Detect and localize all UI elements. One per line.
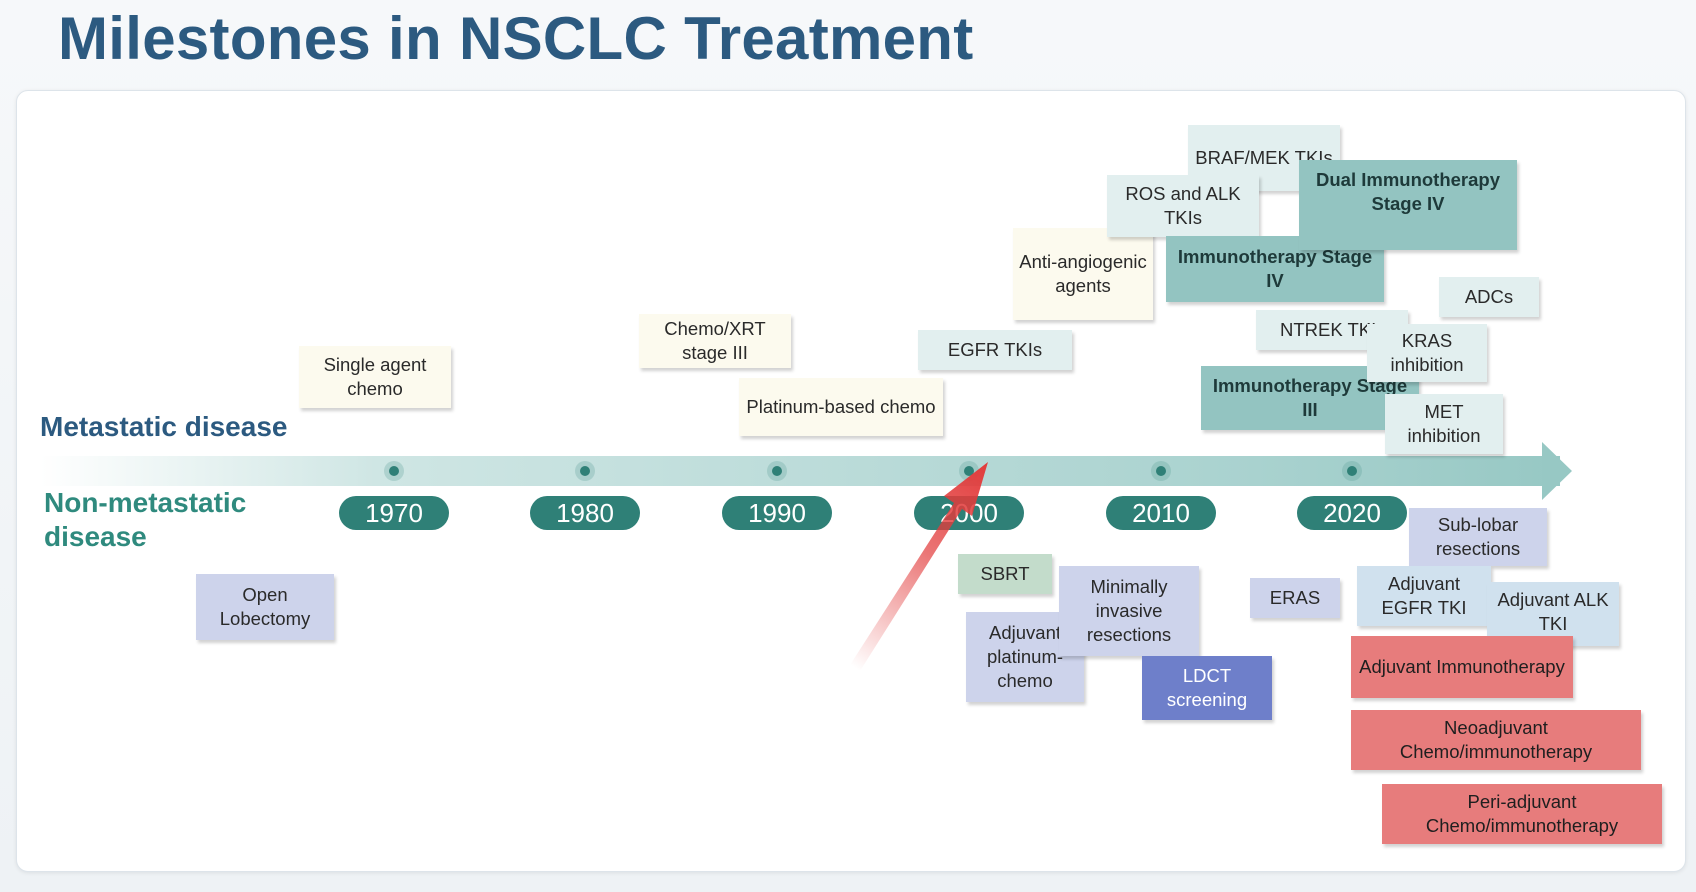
milestone-open-lobectomy: Open Lobectomy xyxy=(196,574,334,640)
tick-dot-2020 xyxy=(1347,466,1357,476)
tick-dot-2010 xyxy=(1156,466,1166,476)
milestone-egfr-tkis: EGFR TKIs xyxy=(918,330,1072,370)
timeline-arrow-shaft xyxy=(40,456,1560,486)
milestone-minimally-invasive-resections: Minimally invasive resections xyxy=(1059,566,1199,656)
milestone-adcs: ADCs xyxy=(1439,277,1539,317)
milestone-ros-alk-tkis: ROS and ALK TKIs xyxy=(1107,175,1259,237)
tick-dot-1990 xyxy=(772,466,782,476)
page-title: Milestones in NSCLC Treatment xyxy=(58,5,974,72)
milestone-eras: ERAS xyxy=(1250,578,1340,618)
milestone-neoadjuvant-chemo-immunotherapy: Neoadjuvant Chemo/immunotherapy xyxy=(1351,710,1641,770)
milestone-sbrt: SBRT xyxy=(958,554,1052,594)
year-1970: 1970 xyxy=(339,496,449,530)
milestone-dual-immunotherapy-stage-iv: Dual Immunotherapy Stage IV xyxy=(1299,160,1517,250)
milestone-peri-adjuvant-chemo-immunotherapy: Peri-adjuvant Chemo/immunotherapy xyxy=(1382,784,1662,844)
milestone-sub-lobar-resections: Sub-lobar resections xyxy=(1409,508,1547,566)
milestone-platinum-based-chemo: Platinum-based chemo xyxy=(739,378,943,436)
milestone-adjuvant-egfr-tki: Adjuvant EGFR TKI xyxy=(1357,566,1491,626)
milestone-adjuvant-immunotherapy: Adjuvant Immunotherapy xyxy=(1351,636,1573,698)
milestone-immunotherapy-stage-iii: Immunotherapy Stage III xyxy=(1201,366,1419,430)
tick-dot-1970 xyxy=(389,466,399,476)
tick-dot-2000 xyxy=(964,466,974,476)
year-2000: 2000 xyxy=(914,496,1024,530)
milestone-ldct-screening: LDCT screening xyxy=(1142,656,1272,720)
milestone-single-agent-chemo: Single agent chemo xyxy=(299,346,451,408)
timeline-arrow-head xyxy=(1542,442,1572,500)
year-1990: 1990 xyxy=(722,496,832,530)
milestone-met-inhibition: MET inhibition xyxy=(1385,394,1503,454)
year-1980: 1980 xyxy=(530,496,640,530)
year-2010: 2010 xyxy=(1106,496,1216,530)
year-2020: 2020 xyxy=(1297,496,1407,530)
milestone-adjuvant-alk-tki: Adjuvant ALK TKI xyxy=(1487,582,1619,646)
milestone-chemo-xrt-stage-iii: Chemo/XRT stage III xyxy=(639,314,791,368)
tick-dot-1980 xyxy=(580,466,590,476)
metastatic-disease-label: Metastatic disease xyxy=(40,411,288,442)
milestone-anti-angiogenic-agents: Anti-angiogenic agents xyxy=(1013,228,1153,320)
milestone-kras-inhibition: KRAS inhibition xyxy=(1367,324,1487,382)
